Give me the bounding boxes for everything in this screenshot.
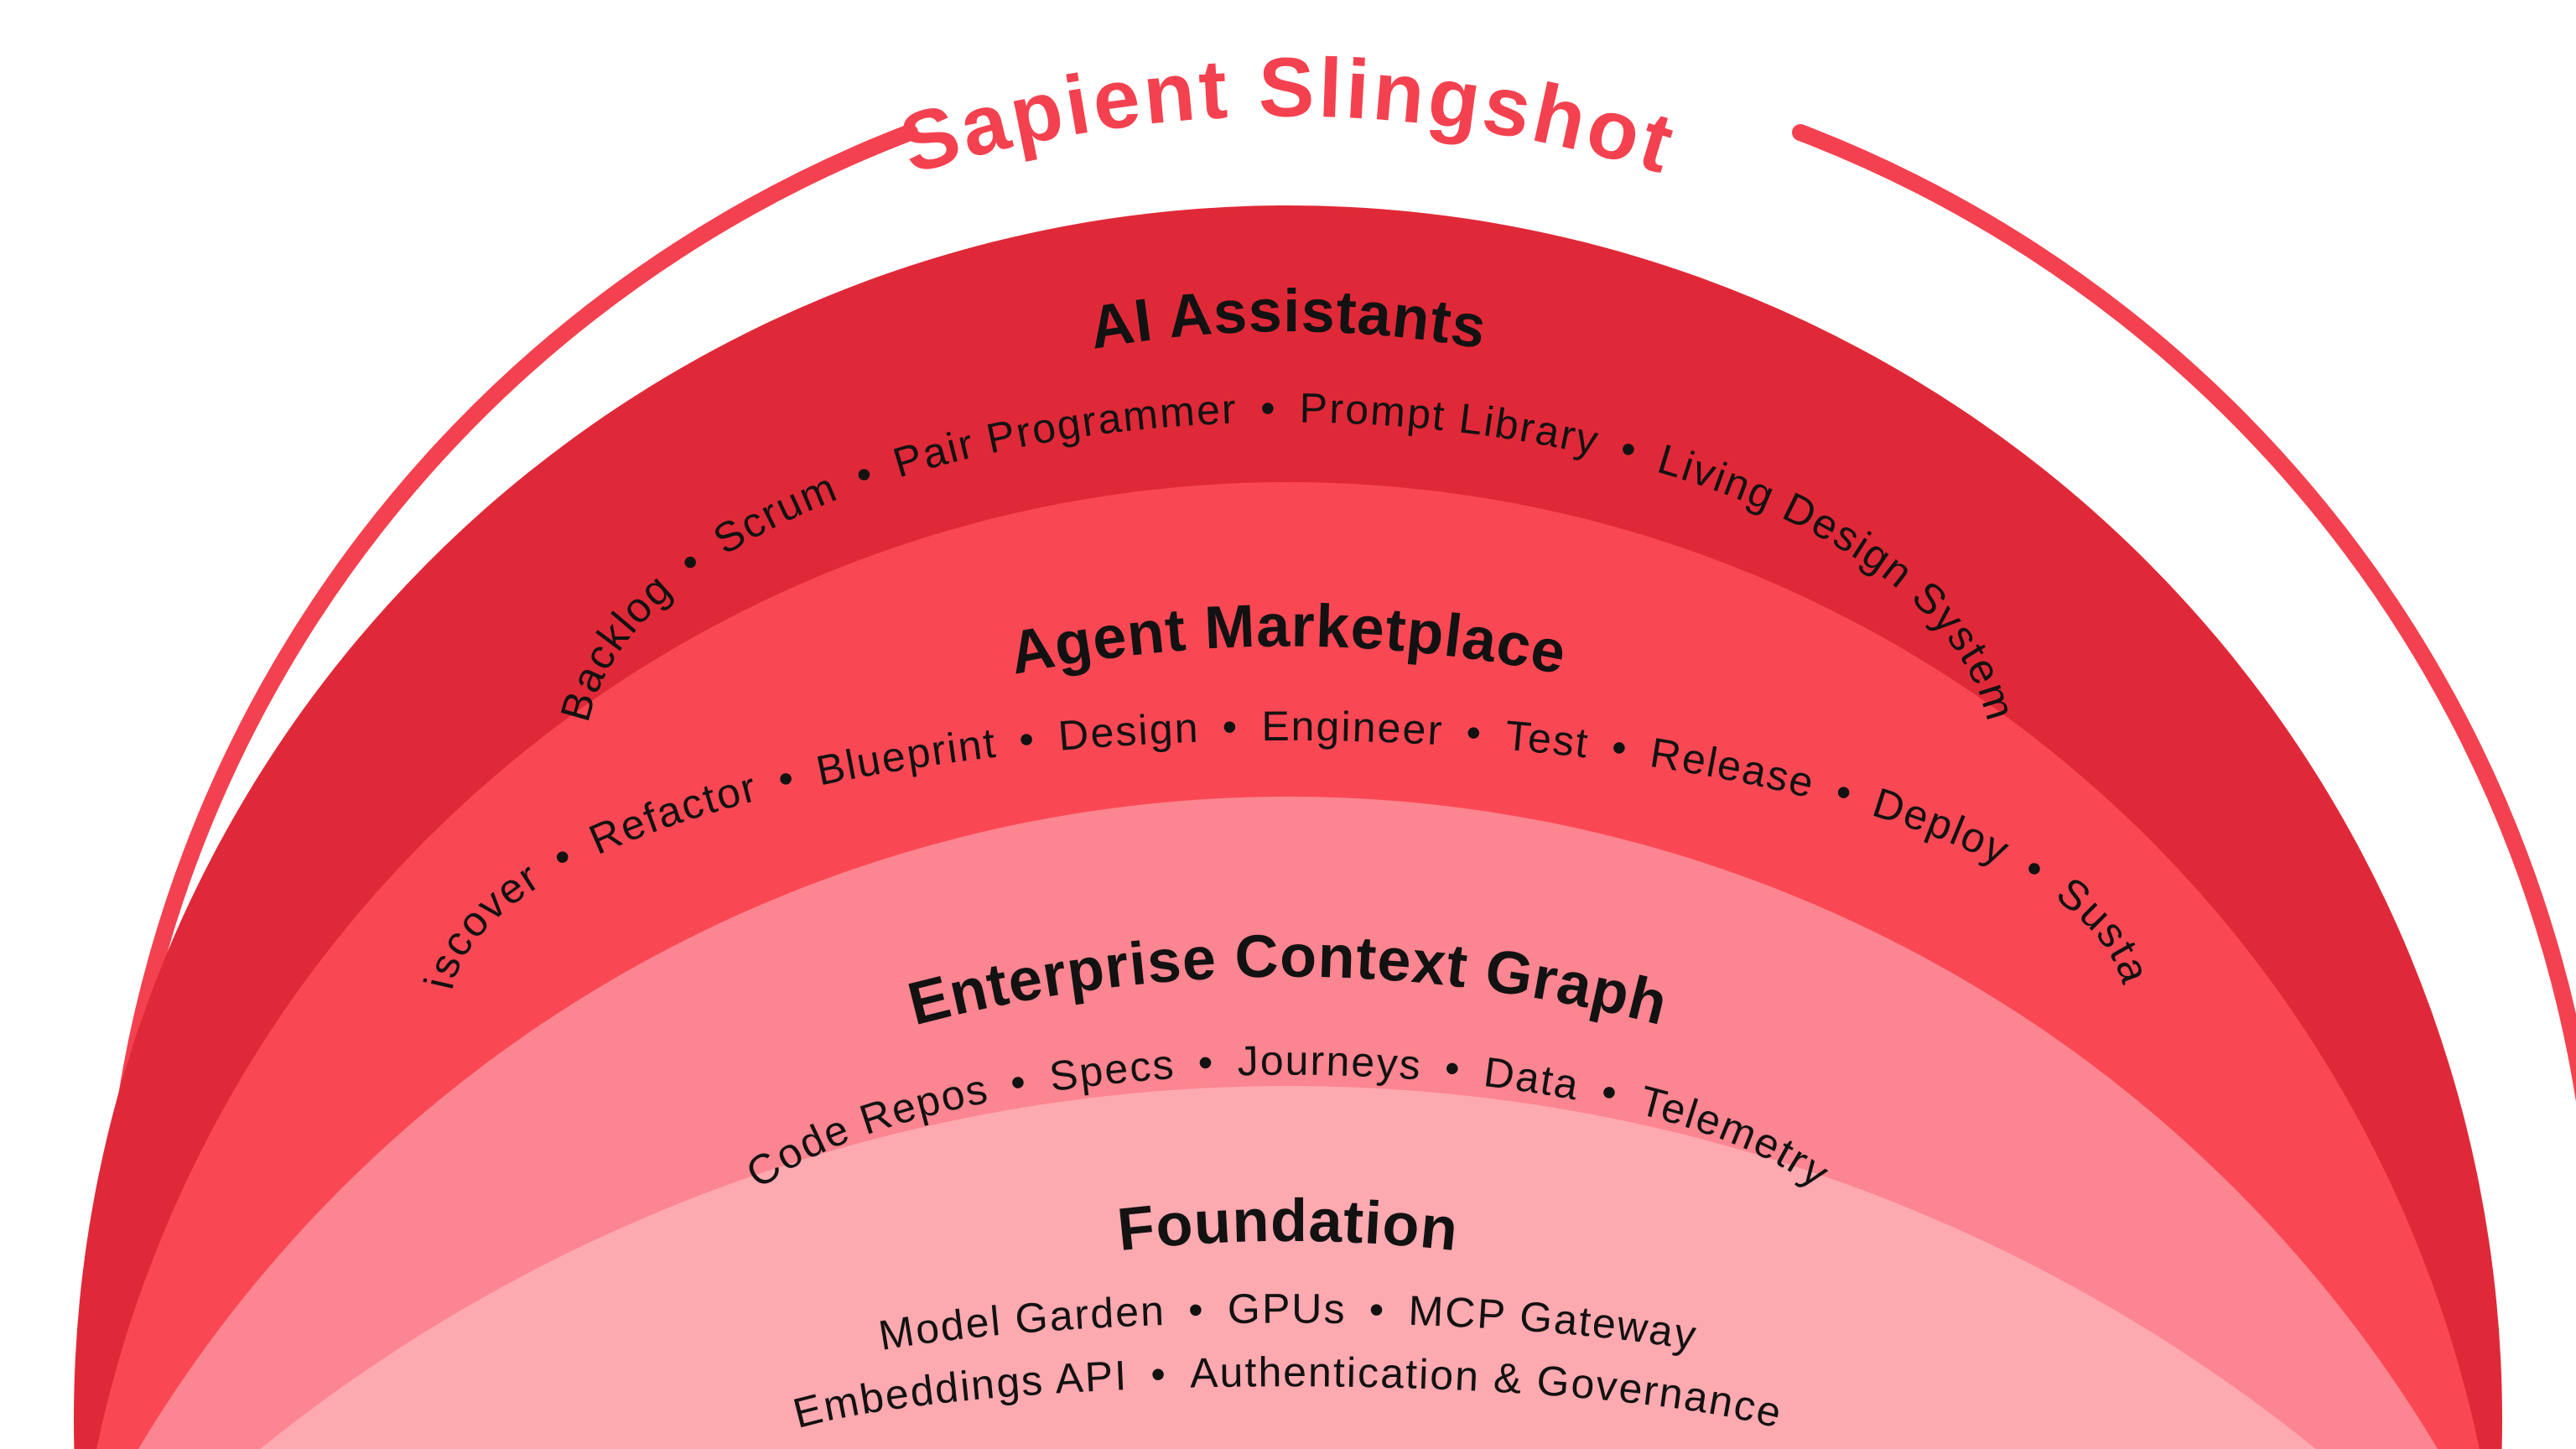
layer-foundation-arc xyxy=(260,1086,2316,1449)
diagram-title: Sapient Slingshot xyxy=(891,41,1687,193)
layer-foundation-heading: Foundation xyxy=(1114,1187,1462,1264)
diagram-title-text: Sapient Slingshot xyxy=(891,41,1684,193)
outer-ring-arc xyxy=(102,124,2576,1449)
layer-foundation-heading-text: Foundation xyxy=(1114,1187,1461,1264)
